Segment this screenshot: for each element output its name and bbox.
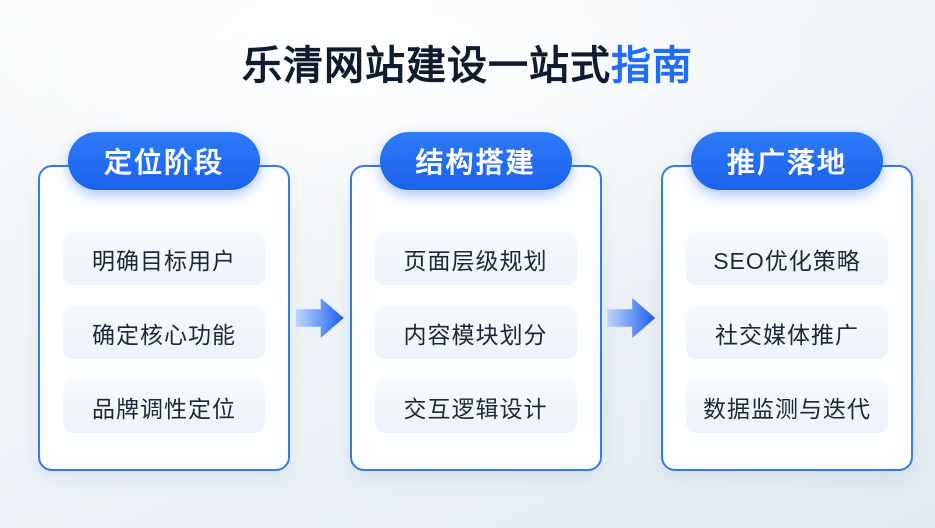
stage-card-promotion: 推广落地 SEO优化策略 社交媒体推广 数据监测与迭代 [661,132,913,471]
stage-item: 数据监测与迭代 [686,380,888,433]
page-title-main: 乐清网站建设一站式 [242,44,611,88]
stage-header-structure: 结构搭建 [379,132,572,190]
stage-item: 明确目标用户 [63,232,265,285]
stage-header-positioning: 定位阶段 [67,132,261,190]
stage-card-positioning: 定位阶段 明确目标用户 确定核心功能 品牌调性定位 [38,132,290,471]
stage-item: SEO优化策略 [686,232,888,285]
arrow-right-icon [607,298,656,338]
stage-header-promotion: 推广落地 [690,132,884,190]
stage-item: 社交媒体推广 [686,306,888,359]
stages-row: 定位阶段 明确目标用户 确定核心功能 品牌调性定位 结构搭建 页面层级规划 内容… [38,132,913,471]
stage-item: 页面层级规划 [374,232,577,285]
stage-item: 品牌调性定位 [63,380,265,433]
stage-card-structure: 结构搭建 页面层级规划 内容模块划分 交互逻辑设计 [349,132,602,471]
stage-item: 确定核心功能 [63,306,265,359]
stage-item: 交互逻辑设计 [374,380,577,433]
arrow-right-icon [295,298,344,338]
page-title: 乐清网站建设一站式指南 [0,33,935,91]
stage-item: 内容模块划分 [374,306,577,359]
page-title-accent: 指南 [611,44,693,88]
